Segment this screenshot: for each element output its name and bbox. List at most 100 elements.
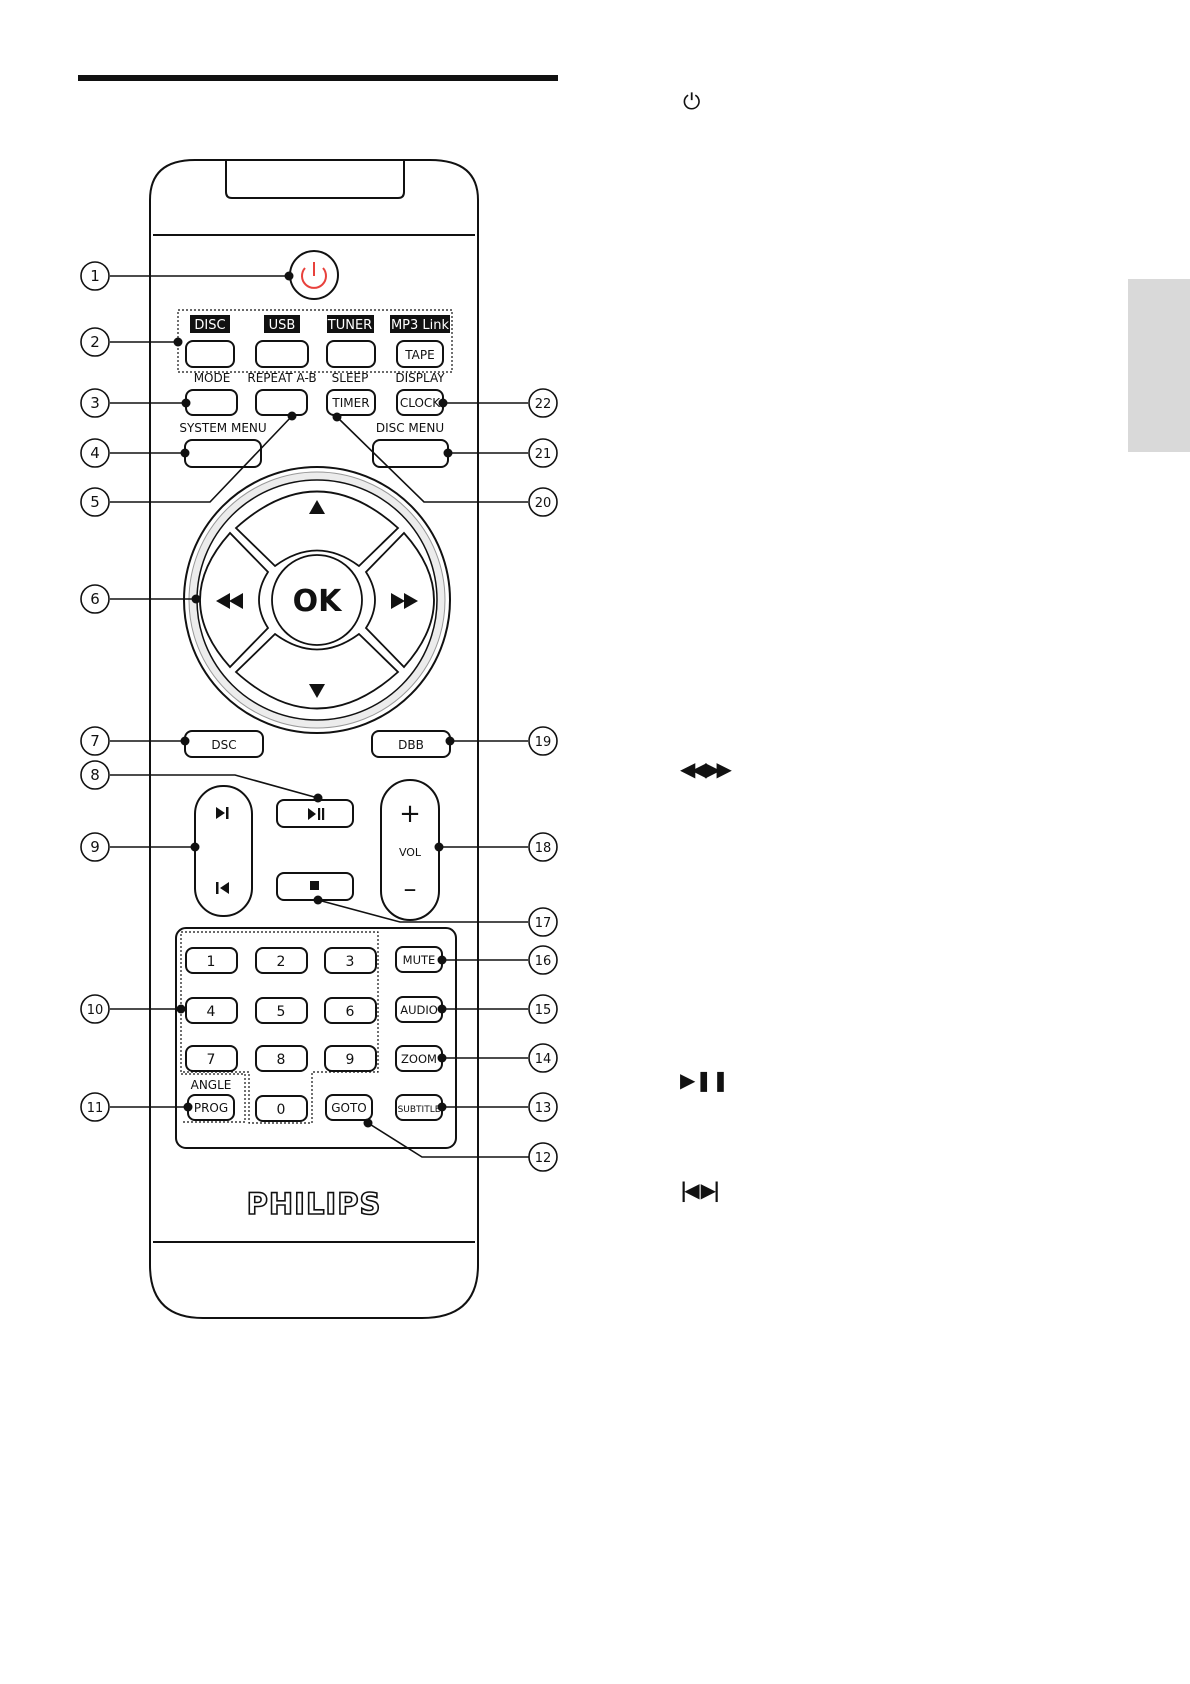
- system-menu-label: SYSTEM MENU: [179, 421, 266, 435]
- rewind-icon: [216, 593, 243, 609]
- callout-11-label: 11: [87, 1101, 104, 1116]
- goto-label: GOTO: [331, 1101, 367, 1115]
- callout-22-label: 22: [535, 397, 552, 412]
- callout-21: [528, 438, 558, 468]
- callout-7: [80, 726, 110, 756]
- play-pause-icon: [308, 808, 325, 820]
- callout-2-label: 2: [90, 333, 100, 351]
- callout-dots: [173, 271, 455, 1128]
- mp3-link-label-bg: [390, 315, 450, 333]
- digit-1-button[interactable]: [185, 947, 238, 974]
- callout-3: [80, 388, 110, 418]
- callout-7-label: 7: [90, 732, 100, 750]
- callout-14: [528, 1043, 558, 1073]
- prev-next-symbol-label: |◀ ▶|: [680, 1178, 720, 1202]
- prog-label: PROG: [194, 1101, 228, 1115]
- callout-8-label: 8: [90, 766, 100, 784]
- callout-15: [528, 994, 558, 1024]
- disc-button[interactable]: [185, 340, 235, 368]
- repeat-ab-button[interactable]: [255, 389, 308, 416]
- disc-menu-label: DISC MENU: [376, 421, 444, 435]
- mode-button[interactable]: [185, 389, 238, 416]
- digit-9-button[interactable]: [324, 1045, 377, 1072]
- callout-18-label: 18: [535, 841, 552, 856]
- digit-3-button[interactable]: [324, 947, 377, 974]
- callout-15-label: 15: [535, 1003, 552, 1018]
- digit-2-label: 2: [277, 954, 286, 970]
- angle-label: ANGLE: [191, 1078, 232, 1092]
- system-menu-button[interactable]: [184, 439, 262, 468]
- callout-22: [528, 388, 558, 418]
- mute-label: MUTE: [403, 953, 436, 967]
- callout-4: [80, 438, 110, 468]
- callout-12-label: 12: [535, 1151, 552, 1166]
- callout-1-label: 1: [90, 267, 100, 285]
- display-label: DISPLAY: [395, 371, 445, 385]
- disc-label: DISC: [194, 318, 225, 333]
- stop-icon: [310, 881, 319, 890]
- ok-label: OK: [293, 584, 344, 619]
- goto-button[interactable]: [325, 1094, 373, 1121]
- callout-4-label: 4: [90, 444, 100, 462]
- callout-21-label: 21: [535, 447, 552, 462]
- tuner-label: TUNER: [327, 318, 372, 333]
- callout-14-label: 14: [535, 1052, 552, 1067]
- previous-track-icon: [216, 882, 229, 894]
- sleep-label: SLEEP: [332, 371, 369, 385]
- digit-8-label: 8: [277, 1052, 286, 1068]
- digit-2-button[interactable]: [255, 947, 308, 974]
- digit-3-label: 3: [346, 954, 355, 970]
- callout-19: [528, 726, 558, 756]
- mode-label: MODE: [194, 371, 231, 385]
- tuner-label-bg: [327, 315, 374, 333]
- volume-up-label: +: [399, 799, 421, 829]
- usb-label-bg: [264, 315, 300, 333]
- skip-rocker[interactable]: [194, 785, 253, 917]
- callout-10-label: 10: [87, 1003, 104, 1018]
- navigation-pad: OK: [183, 466, 451, 734]
- callout-10: [80, 994, 110, 1024]
- power-symbol-label: ⏻: [683, 90, 701, 115]
- audio-label: AUDIO: [400, 1003, 438, 1017]
- play-pause-symbol-label: ▶❚❚: [680, 1068, 729, 1092]
- digit-7-button[interactable]: [185, 1045, 238, 1072]
- digit-8-button[interactable]: [255, 1045, 308, 1072]
- callout-9: [80, 832, 110, 862]
- repeat-ab-label: REPEAT A-B: [247, 371, 316, 385]
- power-button[interactable]: [289, 250, 339, 300]
- timer-label: TIMER: [331, 396, 369, 410]
- callout-8: [80, 760, 110, 790]
- digit-0-label: 0: [277, 1102, 286, 1118]
- callout-5-label: 5: [90, 493, 100, 511]
- digit-4-label: 4: [207, 1004, 216, 1020]
- volume-label: VOL: [399, 846, 422, 859]
- digit-5-label: 5: [277, 1004, 286, 1020]
- callout-11: [80, 1092, 110, 1122]
- usb-button[interactable]: [255, 340, 309, 368]
- callout-13: [528, 1092, 558, 1122]
- timer-button[interactable]: [326, 389, 376, 416]
- digit-5-button[interactable]: [255, 997, 308, 1024]
- header-rule: [78, 75, 558, 81]
- ok-button[interactable]: [271, 554, 363, 646]
- digit-4-button[interactable]: [185, 997, 238, 1024]
- callout-6: [80, 584, 110, 614]
- down-arrow-icon: [309, 684, 325, 698]
- power-icon: [301, 262, 327, 289]
- digit-0-button[interactable]: [255, 1095, 308, 1122]
- clock-label: CLOCK: [400, 396, 441, 410]
- dsc-label: DSC: [211, 738, 236, 752]
- digit-6-button[interactable]: [324, 997, 377, 1024]
- callout-12: [528, 1142, 558, 1172]
- tuner-button[interactable]: [326, 340, 376, 368]
- tape-button[interactable]: [396, 340, 444, 368]
- nav-up-button[interactable]: [234, 490, 400, 568]
- callout-leaders: [110, 275, 540, 1158]
- nav-down-button[interactable]: [234, 632, 400, 710]
- next-track-icon: [216, 807, 229, 819]
- mp3-link-label: MP3 Link: [391, 318, 450, 333]
- callout-9-label: 9: [90, 838, 100, 856]
- callout-6-label: 6: [90, 590, 100, 608]
- callout-20-label: 20: [535, 496, 552, 511]
- digit-6-label: 6: [346, 1004, 355, 1020]
